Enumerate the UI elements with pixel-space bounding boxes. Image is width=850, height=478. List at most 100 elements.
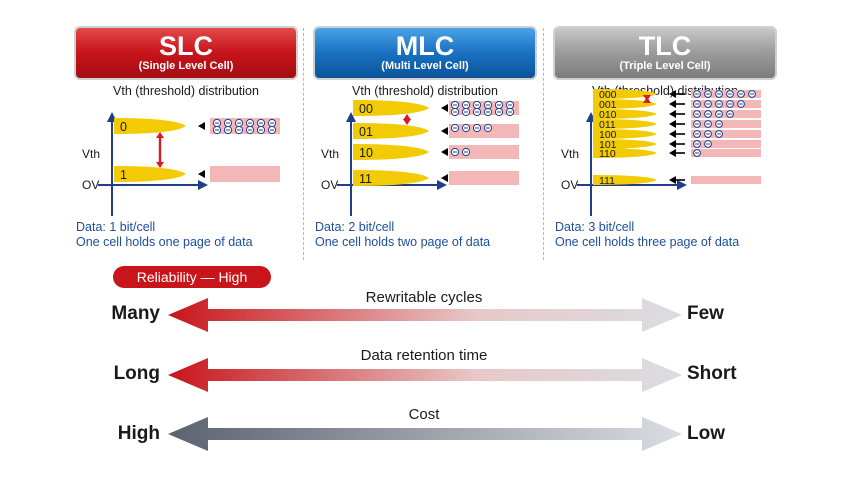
level-label: 11: [359, 172, 372, 186]
distribution-lobe: [593, 129, 657, 139]
margin-arrowhead-down: [156, 162, 164, 168]
margin-arrowhead-up: [403, 114, 411, 120]
level-label: 110: [599, 148, 616, 160]
pointer-arrow-head: [441, 148, 448, 156]
tlc-subtitle: (Triple Level Cell): [619, 60, 711, 72]
ov-axis-label: OV: [321, 178, 338, 192]
distribution-lobe: [353, 170, 429, 186]
level-label: 011: [599, 119, 616, 131]
tlc-page-line: One cell holds three page of data: [555, 235, 740, 249]
mlc-data-line: Data: 2 bit/cell: [315, 220, 395, 234]
cost-left: High: [117, 423, 160, 444]
level-label: 010: [599, 109, 617, 121]
pointer-arrow-head: [669, 130, 676, 138]
cost-label: Cost: [408, 406, 440, 423]
margin-arrowhead-down: [643, 95, 651, 101]
pointer-arrow-head: [669, 120, 676, 128]
cost-arrow: [168, 417, 682, 451]
cost-right: Low: [687, 423, 725, 444]
distribution-lobe: [593, 89, 657, 99]
cell-charge-box: [691, 120, 761, 128]
level-label: 000: [599, 89, 617, 101]
distribution-lobe: [353, 123, 429, 139]
mlc-header: MLC (Multi Level Cell): [315, 28, 535, 78]
pointer-arrow-head: [669, 176, 676, 184]
slc-page-line: One cell holds one page of data: [76, 235, 253, 249]
cell-charge-box: [691, 110, 761, 118]
y-axis-arrowhead: [346, 112, 356, 122]
pointer-arrow-head: [198, 122, 205, 130]
margin-arrowhead-down: [403, 119, 411, 125]
distribution-lobe: [593, 139, 657, 149]
slc-header: SLC (Single Level Cell): [76, 28, 296, 78]
distribution-lobe: [593, 109, 657, 119]
slc-vth-title: Vth (threshold) distribution: [113, 84, 259, 98]
level-label: 01: [359, 125, 373, 139]
rewritable-cycles-label: Rewritable cycles: [365, 289, 483, 306]
cell-charge-box: [691, 90, 761, 98]
mlc-page-line: One cell holds two page of data: [315, 235, 491, 249]
vth-axis-label: Vth: [321, 147, 339, 161]
pointer-arrow-head: [441, 174, 448, 182]
rewritable-cycles-arrow: [168, 298, 682, 332]
pointer-arrow-head: [669, 100, 676, 108]
pointer-arrow-head: [441, 127, 448, 135]
x-axis-arrowhead: [198, 180, 208, 190]
distribution-lobe: [114, 118, 186, 134]
distribution-lobe: [593, 148, 657, 158]
x-axis-arrowhead: [437, 180, 447, 190]
ov-axis-label: OV: [82, 178, 99, 192]
tlc-title: TLC: [638, 31, 692, 61]
mlc-panel: MLC (Multi Level Cell) Vth (threshold) d…: [315, 28, 555, 258]
mlc-subtitle: (Multi Level Cell): [381, 60, 469, 72]
pointer-arrow-head: [669, 90, 676, 98]
cell-charge-box: [691, 130, 761, 138]
panel-divider: [303, 28, 304, 260]
vth-axis-label: Vth: [82, 147, 100, 161]
pointer-arrow-head: [441, 104, 448, 112]
pointer-arrow-head: [669, 140, 676, 148]
level-label: 111: [599, 175, 615, 187]
cell-charge-box: [691, 100, 761, 108]
pointer-arrow-head: [198, 170, 205, 178]
pointer-arrow-head: [669, 149, 676, 157]
vth-axis-label: Vth: [561, 147, 579, 161]
ov-axis-label: OV: [561, 178, 578, 192]
level-label: 001: [599, 99, 617, 111]
level-label: 101: [599, 139, 617, 151]
x-axis-arrowhead: [677, 180, 687, 190]
cell-charge-box: [691, 176, 761, 184]
mlc-title: MLC: [395, 31, 455, 61]
distribution-lobe: [593, 119, 657, 129]
rewritable-cycles-right: Few: [687, 303, 724, 324]
cell-charge-box: [449, 171, 519, 185]
cell-charge-box: [691, 140, 761, 148]
data-retention-label: Data retention time: [360, 347, 488, 364]
slc-data-line: Data: 1 bit/cell: [76, 220, 156, 234]
pointer-arrow-head: [669, 110, 676, 118]
level-label: 1: [120, 168, 127, 182]
level-label: 10: [359, 146, 373, 160]
level-label: 0: [120, 120, 127, 134]
level-label: 00: [359, 102, 373, 116]
reliability-badge: Reliability — High: [113, 266, 271, 288]
distribution-lobe: [593, 99, 657, 109]
panel-divider: [543, 28, 544, 260]
slc-panel: SLC (Single Level Cell) Vth (threshold) …: [76, 28, 316, 258]
distribution-lobe: [593, 175, 657, 185]
data-retention-right: Short: [687, 363, 737, 384]
data-retention-left: Long: [113, 363, 160, 384]
cell-charge-box: [210, 166, 280, 182]
slc-title: SLC: [159, 31, 213, 61]
tlc-data-line: Data: 3 bit/cell: [555, 220, 635, 234]
tlc-panel: TLC (Triple Level Cell) Vth (threshold) …: [555, 28, 795, 258]
distribution-lobe: [114, 166, 186, 182]
cell-charge-box: [691, 149, 761, 157]
tlc-header: TLC (Triple Level Cell): [555, 28, 775, 78]
slc-subtitle: (Single Level Cell): [138, 60, 234, 72]
data-retention-arrow: [168, 358, 682, 392]
